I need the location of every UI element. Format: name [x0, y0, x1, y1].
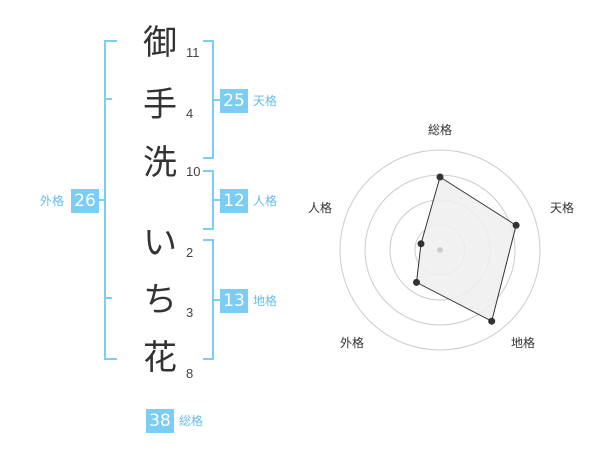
- gaikaku-value-badge: 26: [71, 189, 99, 213]
- radar-point-3: [488, 317, 496, 325]
- stroke-count-1: 11: [186, 45, 200, 60]
- stroke-count-2: 4: [186, 106, 194, 121]
- radar-label-gaikaku: 外格: [340, 336, 365, 350]
- stroke-count-6: 8: [186, 366, 194, 381]
- radar-label-soukaku: 総格: [428, 123, 453, 137]
- radar-center-dot: [437, 247, 443, 253]
- stroke-count-4: 2: [186, 245, 194, 260]
- radar-point-5: [417, 240, 425, 248]
- chikaku-value-badge: 13: [220, 289, 248, 313]
- name-char-1: 御: [143, 23, 177, 63]
- chikaku-label: 地格: [253, 294, 278, 308]
- stroke-count-5: 3: [186, 305, 194, 320]
- name-char-4: い: [143, 223, 177, 263]
- radar-label-jinkaku: 人格: [308, 201, 333, 215]
- radar-point-1: [436, 173, 444, 181]
- radar-point-4: [413, 278, 420, 286]
- soukaku-label: 総格: [179, 414, 204, 428]
- jinkaku-value-badge: 12: [220, 189, 248, 213]
- gaikaku-label: 外格: [40, 194, 65, 208]
- jinkaku-label: 人格: [253, 194, 278, 208]
- name-char-3: 洗: [143, 143, 177, 183]
- radar-label-tenkaku: 天格: [550, 201, 575, 215]
- tenkaku-label: 天格: [253, 94, 278, 108]
- radar-point-2: [512, 221, 520, 229]
- radar-grid-ring-4: [339, 149, 541, 351]
- radar-value-area: [415, 176, 517, 322]
- radar-label-chikaku: 地格: [511, 336, 536, 350]
- name-char-6: 花: [143, 338, 177, 378]
- stroke-count-3: 10: [186, 164, 201, 179]
- name-char-5: ち: [143, 280, 177, 320]
- name-char-2: 手: [143, 85, 177, 125]
- soukaku-value-badge: 38: [146, 409, 174, 433]
- tenkaku-value-badge: 25: [220, 89, 248, 113]
